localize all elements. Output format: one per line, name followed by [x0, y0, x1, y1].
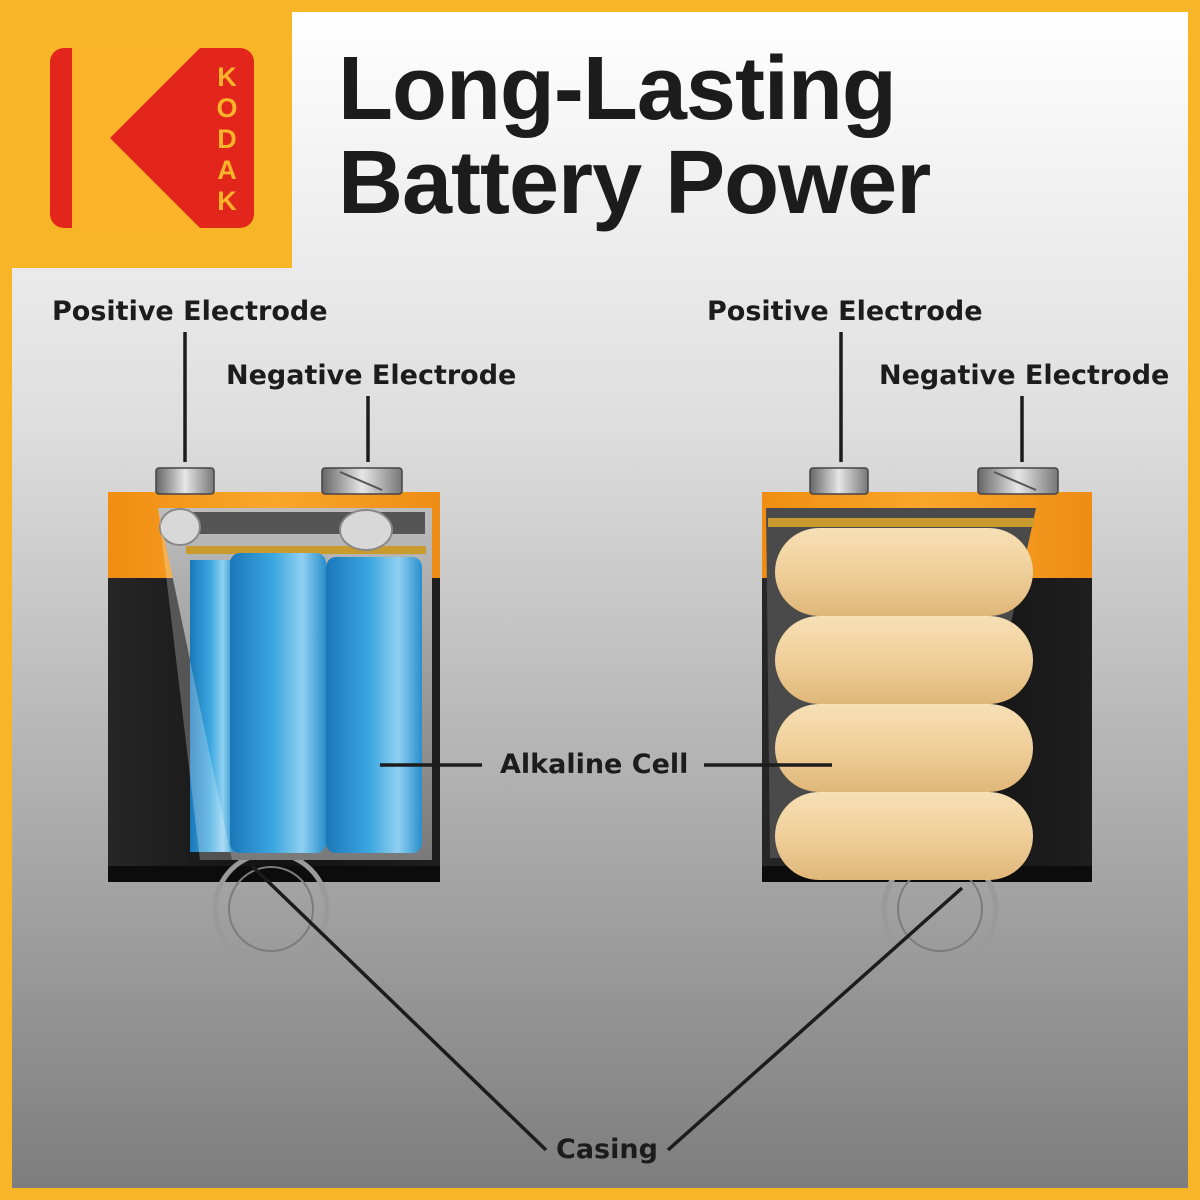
positive-electrode-label-right: Positive Electrode — [707, 296, 983, 327]
right-battery — [762, 467, 1092, 968]
alkaline-cell-stack — [775, 528, 1033, 880]
alkaline-cell — [230, 553, 326, 853]
title-line-2: Battery Power — [338, 133, 931, 233]
negative-electrode-label-left: Negative Electrode — [226, 360, 517, 391]
kodak-letter: O — [216, 93, 238, 123]
kodak-logo-icon — [50, 48, 254, 228]
negative-electrode-label-right: Negative Electrode — [879, 360, 1170, 391]
positive-electrode-label-left: Positive Electrode — [52, 296, 328, 327]
positive-terminal — [155, 467, 215, 495]
page-title: Long-Lasting Battery Power — [338, 39, 931, 233]
alkaline-cell — [190, 560, 234, 852]
kodak-letter: K — [217, 62, 237, 92]
alkaline-cell — [326, 557, 422, 853]
background-panel — [12, 12, 1188, 1188]
kodak-letter: K — [217, 186, 237, 216]
kodak-letter: D — [217, 124, 237, 154]
casing-label: Casing — [556, 1134, 658, 1165]
positive-terminal — [809, 467, 869, 495]
kodak-wordmark: K O D A K — [210, 62, 244, 217]
left-battery — [108, 467, 440, 968]
alkaline-cell-label: Alkaline Cell — [500, 749, 689, 780]
kodak-letter: A — [217, 155, 237, 185]
leader-lines — [183, 332, 1024, 1152]
negative-terminal — [977, 467, 1059, 495]
title-line-1: Long-Lasting — [338, 39, 897, 139]
